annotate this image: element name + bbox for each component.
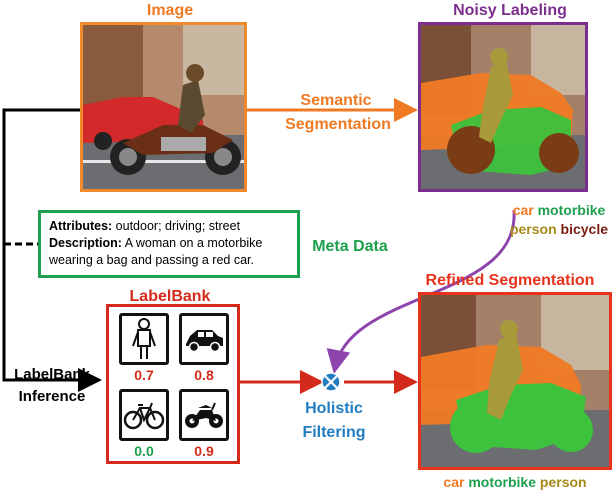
attributes-value: outdoor; driving; street: [112, 219, 241, 233]
holistic-label-1: Holistic: [305, 400, 363, 417]
holistic-filter-node: [321, 372, 341, 392]
noisy-labeling-frame: [418, 22, 588, 192]
labelbank-car-value: 0.8: [194, 367, 214, 383]
noisy-labels-row-2: person bicycle: [502, 221, 616, 237]
labelbank-bicycle-tile: [119, 389, 169, 441]
meta-description: Description: A woman on a motorbike wear…: [49, 235, 289, 269]
refined-segmentation-title: Refined Segmentation: [425, 272, 595, 289]
refined-label-person: person: [539, 474, 587, 490]
noisy-label-person: person: [509, 221, 557, 237]
noisy-labeling-title: Noisy Labeling: [453, 2, 567, 19]
labelbank-motorbike-value: 0.9: [194, 443, 214, 459]
motorbike-icon: [185, 402, 223, 428]
semantic-label-2: Segmentation: [285, 116, 391, 133]
noisy-label-car: car: [512, 202, 534, 218]
bicycle-icon: [123, 402, 165, 430]
labelbank-motorbike-tile: [179, 389, 229, 441]
noisy-labels-row-1: car motorbike: [502, 202, 616, 218]
refined-segmentation: [421, 295, 609, 467]
input-photo: [83, 25, 244, 189]
person-icon: [132, 318, 156, 359]
noisy-label-bicycle: bicycle: [560, 221, 609, 237]
description-value: A woman on a motorbike wearing a bag and…: [49, 236, 263, 267]
labelbank-inference-label-1: LabelBank: [14, 366, 90, 383]
noisy-segmentation: [421, 25, 585, 189]
labelbank-person-tile: [119, 313, 169, 365]
attributes-key: Attributes:: [49, 219, 113, 233]
meta-data-label: Meta Data: [312, 238, 388, 255]
car-icon: [186, 330, 223, 353]
refined-label-motorbike: motorbike: [468, 474, 537, 490]
labelbank-inference-label-2: Inference: [18, 388, 86, 405]
labelbank-title: LabelBank: [129, 288, 211, 305]
input-image-frame: [80, 22, 247, 192]
description-key: Description:: [49, 236, 122, 250]
labelbank-bicycle-value: 0.0: [134, 443, 154, 459]
noisy-label-motorbike: motorbike: [537, 202, 606, 218]
meta-data-box: Attributes: outdoor; driving; street Des…: [38, 210, 300, 278]
labelbank-person-value: 0.7: [134, 367, 154, 383]
refined-segmentation-frame: [418, 292, 612, 470]
image-title: Image: [146, 2, 194, 19]
labelbank-box: 0.7 0.8 0.0: [106, 304, 240, 464]
labelbank-car-tile: [179, 313, 229, 365]
holistic-label-2: Filtering: [302, 424, 366, 441]
semantic-label-1: Semantic: [300, 92, 372, 109]
refined-label-car: car: [443, 474, 465, 490]
refined-labels-row: car motorbike person: [418, 474, 612, 490]
meta-attributes: Attributes: outdoor; driving; street: [49, 218, 289, 235]
